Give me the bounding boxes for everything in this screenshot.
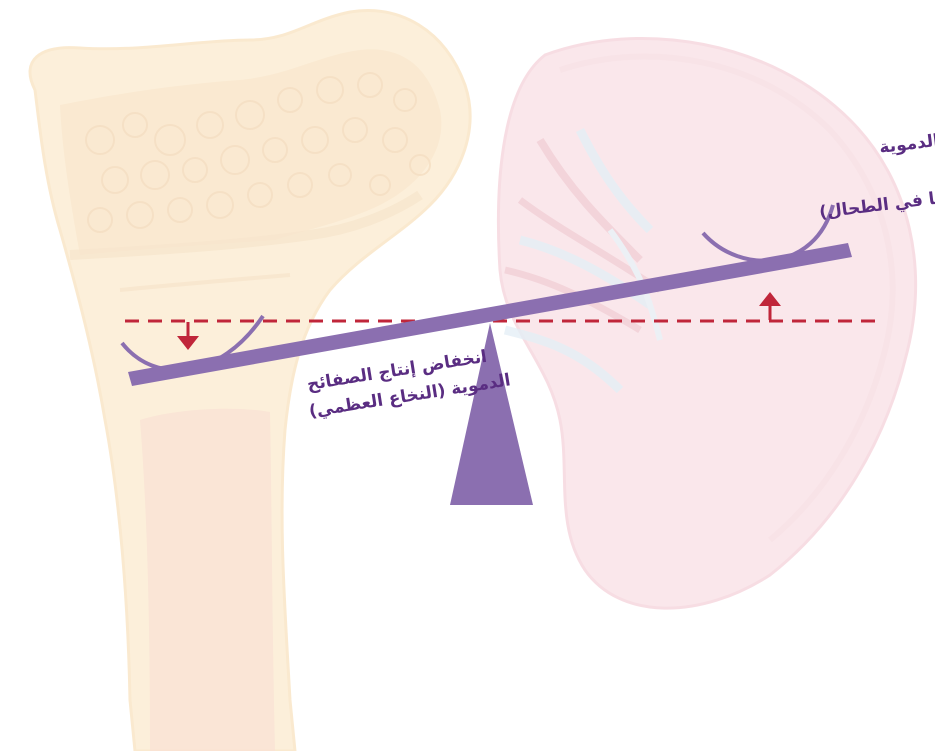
spleen-organ-illustration [498, 38, 915, 608]
femur-bone-illustration [30, 11, 470, 751]
label-increased-destruction-line1: تزايد تكسير الصفائح الدموية [878, 110, 935, 158]
